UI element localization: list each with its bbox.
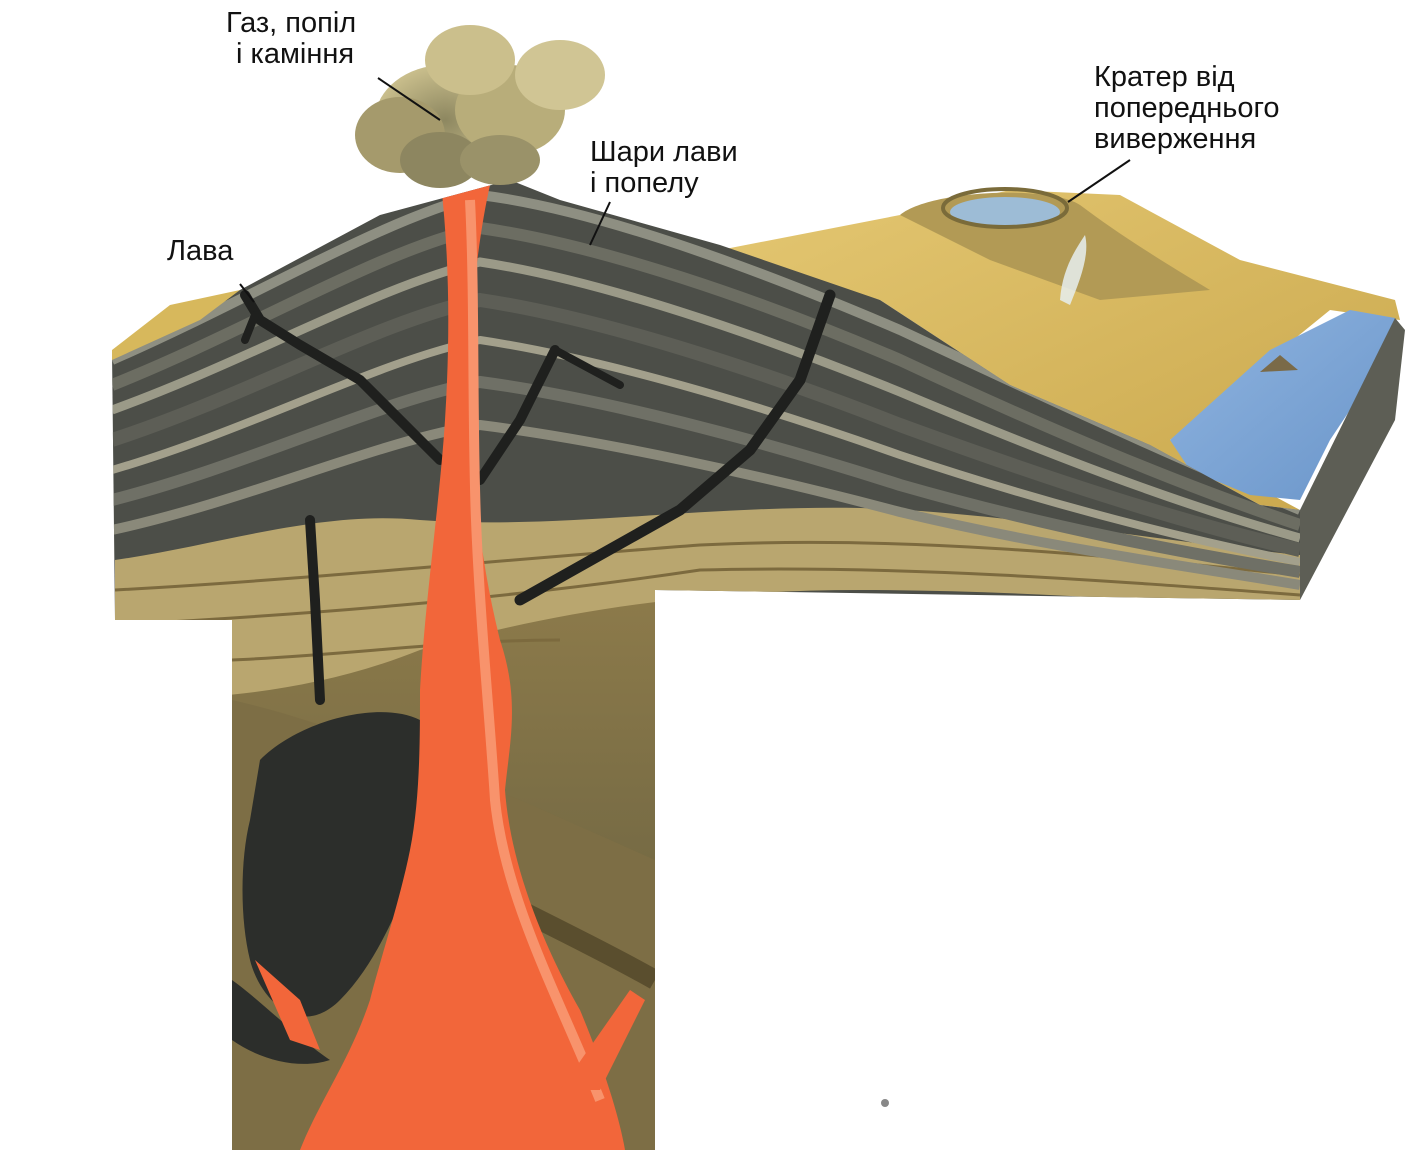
left-ground — [112, 290, 240, 360]
magma-highlight — [465, 199, 605, 1102]
dikes — [240, 289, 836, 705]
sea — [1170, 310, 1395, 500]
plateau-surface — [720, 190, 1400, 510]
label-crater-line1: Кратер від — [1094, 61, 1235, 93]
label-layers-line1: Шари лави — [590, 136, 738, 168]
volcano-strata — [112, 189, 1300, 590]
leader-lines — [239, 77, 1131, 303]
magma-conduit — [300, 180, 625, 1150]
label-crater-line2: попереднього — [1094, 92, 1280, 124]
block-side-face — [1300, 318, 1405, 600]
label-lava-ash-layers: Шари лави і попелу — [590, 137, 738, 199]
layers-leader-line — [589, 201, 611, 246]
magma-branch-right — [560, 990, 645, 1090]
crater-leader-line — [1067, 159, 1131, 203]
old-crater-lake — [950, 197, 1060, 227]
label-gas-line2: і каміння — [236, 38, 355, 70]
sea-islet — [1260, 355, 1298, 372]
label-crater-line3: виверження — [1094, 123, 1257, 155]
label-gas-line1: Газ, попіл — [226, 7, 357, 39]
sediment-band — [115, 507, 1300, 700]
label-gas-ash-stones: Газ, попіл і каміння — [226, 8, 356, 70]
eruption-cloud — [355, 25, 605, 188]
old-crater-rim — [941, 187, 1069, 229]
gas-leader-line — [377, 77, 441, 121]
label-lava-line1: Лава — [167, 235, 234, 267]
speck — [881, 1099, 889, 1107]
label-layers-line2: і попелу — [590, 167, 699, 199]
steam-plume — [1060, 235, 1087, 305]
magma-branch-left — [255, 960, 320, 1050]
lava-leader-line — [239, 283, 255, 303]
solidified-magma — [242, 712, 444, 1017]
label-lava: Лава — [167, 236, 233, 267]
label-previous-crater: Кратер від попереднього виверження — [1094, 62, 1280, 155]
